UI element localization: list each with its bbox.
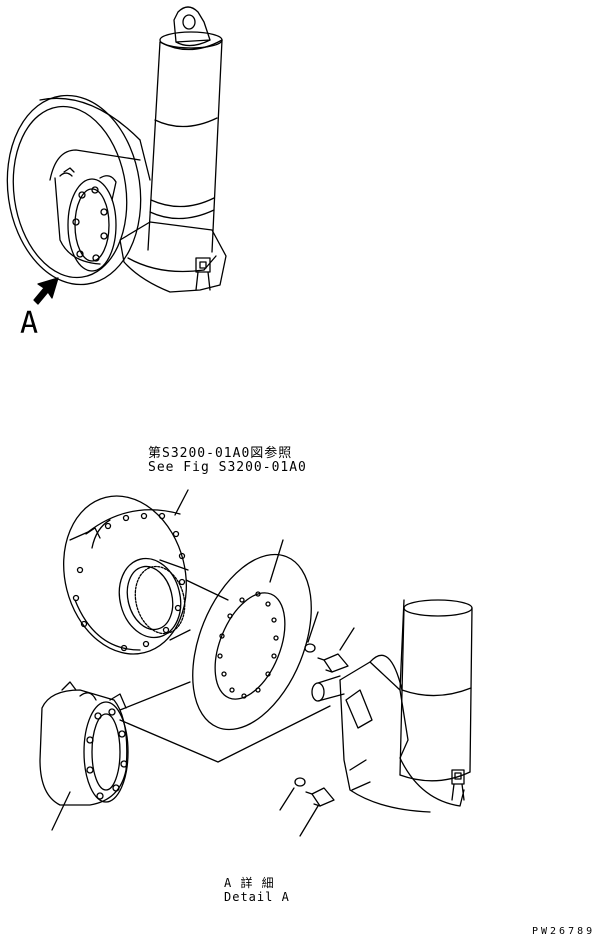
cylinder-tube [147,31,223,253]
cylinder-eye [173,6,211,47]
hub-housing [62,495,191,655]
drive-motor [39,681,129,831]
reference-note-jp: 第S3200-01A0図参照 [148,446,293,461]
bolt-upper [304,611,355,673]
reference-leader [174,489,189,516]
view-marker-label: A [20,306,39,341]
top-bracket [119,221,227,293]
drawing-code: PW26789 [532,926,596,937]
bolt-lower [279,777,335,837]
axle-stub [311,675,345,702]
top-final-drive [6,94,151,286]
exploded-assembly [39,489,473,837]
assembly-lines [119,579,331,763]
reference-note-en: See Fig S3200-01A0 [148,460,307,475]
view-arrow-a [33,277,59,305]
detail-title-jp: A 詳 細 [224,876,275,890]
top-assembly [6,6,227,305]
lower-cylinder [399,599,473,782]
detail-title-en: Detail A [224,890,290,904]
brake-disc [192,539,312,731]
